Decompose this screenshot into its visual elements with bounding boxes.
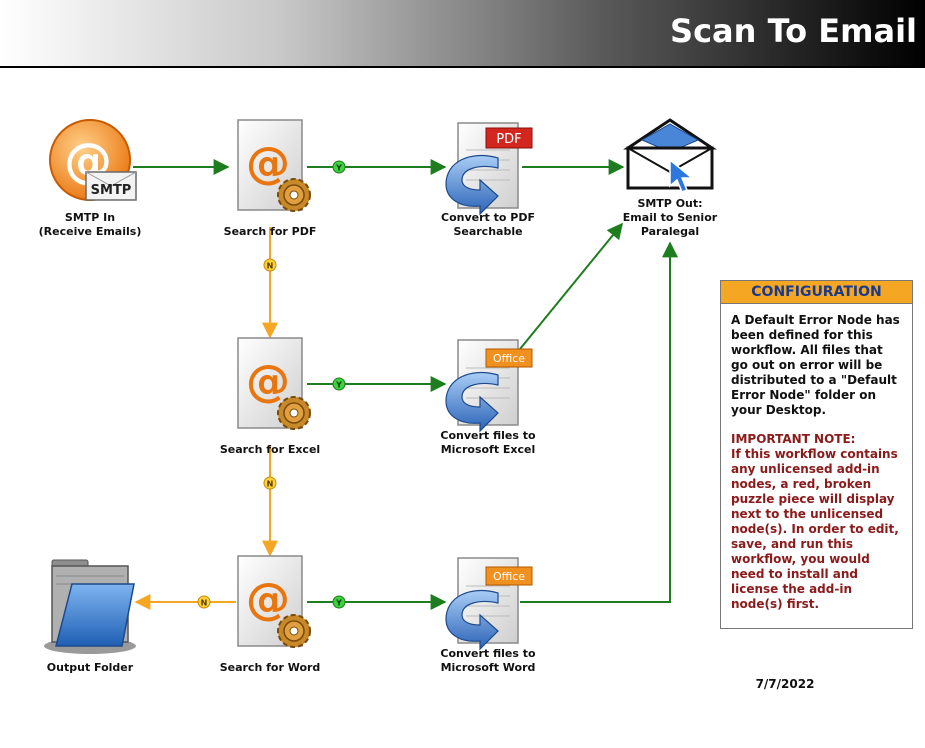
configuration-body-text: A Default Error Node has been defined fo…: [731, 313, 900, 417]
office-badge-icon: Office: [485, 566, 533, 586]
no-marker: N: [263, 258, 277, 272]
svg-text:N: N: [201, 599, 208, 608]
search-pdf-node[interactable]: @: [237, 119, 311, 212]
yes-marker: Y: [332, 160, 346, 174]
gear-icon: [277, 178, 311, 212]
convert-pdf-label: Convert to PDF Searchable: [441, 211, 535, 238]
important-note-title: IMPORTANT NOTE:: [731, 432, 856, 446]
svg-text:SMTP: SMTP: [91, 183, 132, 198]
pdf-badge-icon: PDF: [485, 127, 533, 149]
office-badge-icon: Office: [485, 348, 533, 368]
convert-arrow-icon: [445, 154, 499, 216]
gear-icon: [277, 396, 311, 430]
convert-pdf-node[interactable]: PDF: [445, 122, 533, 216]
convert-word-label: Convert files to Microsoft Word: [440, 647, 536, 674]
svg-text:PDF: PDF: [496, 132, 521, 147]
output-folder-node[interactable]: [44, 559, 136, 654]
svg-text:N: N: [267, 262, 274, 271]
search-excel-label: Search for Excel: [219, 443, 321, 456]
cursor-arrow-icon: [669, 158, 695, 193]
email-at-icon: @ SMTP: [49, 119, 137, 201]
search-document-icon: @: [237, 555, 303, 647]
configuration-title: CONFIGURATION: [721, 281, 912, 304]
connector-convert-word-to-smtp-out: [520, 241, 678, 603]
smtp-out-label: SMTP Out: Email to Senior Paralegal: [622, 197, 718, 238]
search-pdf-label: Search for PDF: [223, 225, 317, 238]
convert-word-node[interactable]: Office: [445, 557, 533, 651]
page-header: Scan To Email: [0, 0, 925, 68]
yes-marker: Y: [332, 377, 346, 391]
connector-convert-excel-to-smtp-out: [519, 222, 624, 350]
smtp-out-node[interactable]: [623, 118, 717, 193]
no-marker: N: [197, 595, 211, 609]
svg-text:Y: Y: [335, 381, 342, 390]
search-word-label: Search for Word: [219, 661, 321, 674]
svg-text:Y: Y: [335, 164, 342, 173]
convert-arrow-icon: [445, 589, 499, 651]
svg-text:Y: Y: [335, 599, 342, 608]
convert-excel-node[interactable]: Office: [445, 339, 533, 433]
smtp-in-node[interactable]: @ SMTP: [49, 119, 137, 201]
svg-text:@: @: [246, 574, 290, 625]
convert-excel-label: Convert files to Microsoft Excel: [440, 429, 536, 456]
svg-text:@: @: [246, 138, 290, 189]
smtp-in-label: SMTP In (Receive Emails): [38, 211, 142, 238]
search-excel-node[interactable]: @: [237, 337, 311, 430]
date-stamp: 7/7/2022: [755, 677, 815, 691]
important-note-text: If this workflow contains any unlicensed…: [731, 447, 899, 611]
gear-icon: [277, 614, 311, 648]
convert-arrow-icon: [445, 371, 499, 433]
svg-text:Office: Office: [493, 570, 525, 583]
folder-icon: [44, 559, 136, 654]
search-word-node[interactable]: @: [237, 555, 311, 648]
page-title: Scan To Email: [670, 12, 917, 50]
no-marker: N: [263, 476, 277, 490]
svg-text:Office: Office: [493, 352, 525, 365]
svg-text:@: @: [246, 356, 290, 407]
yes-marker: Y: [332, 595, 346, 609]
svg-text:N: N: [267, 480, 274, 489]
output-folder-label: Output Folder: [46, 661, 134, 674]
configuration-panel: CONFIGURATION A Default Error Node has b…: [720, 280, 913, 629]
